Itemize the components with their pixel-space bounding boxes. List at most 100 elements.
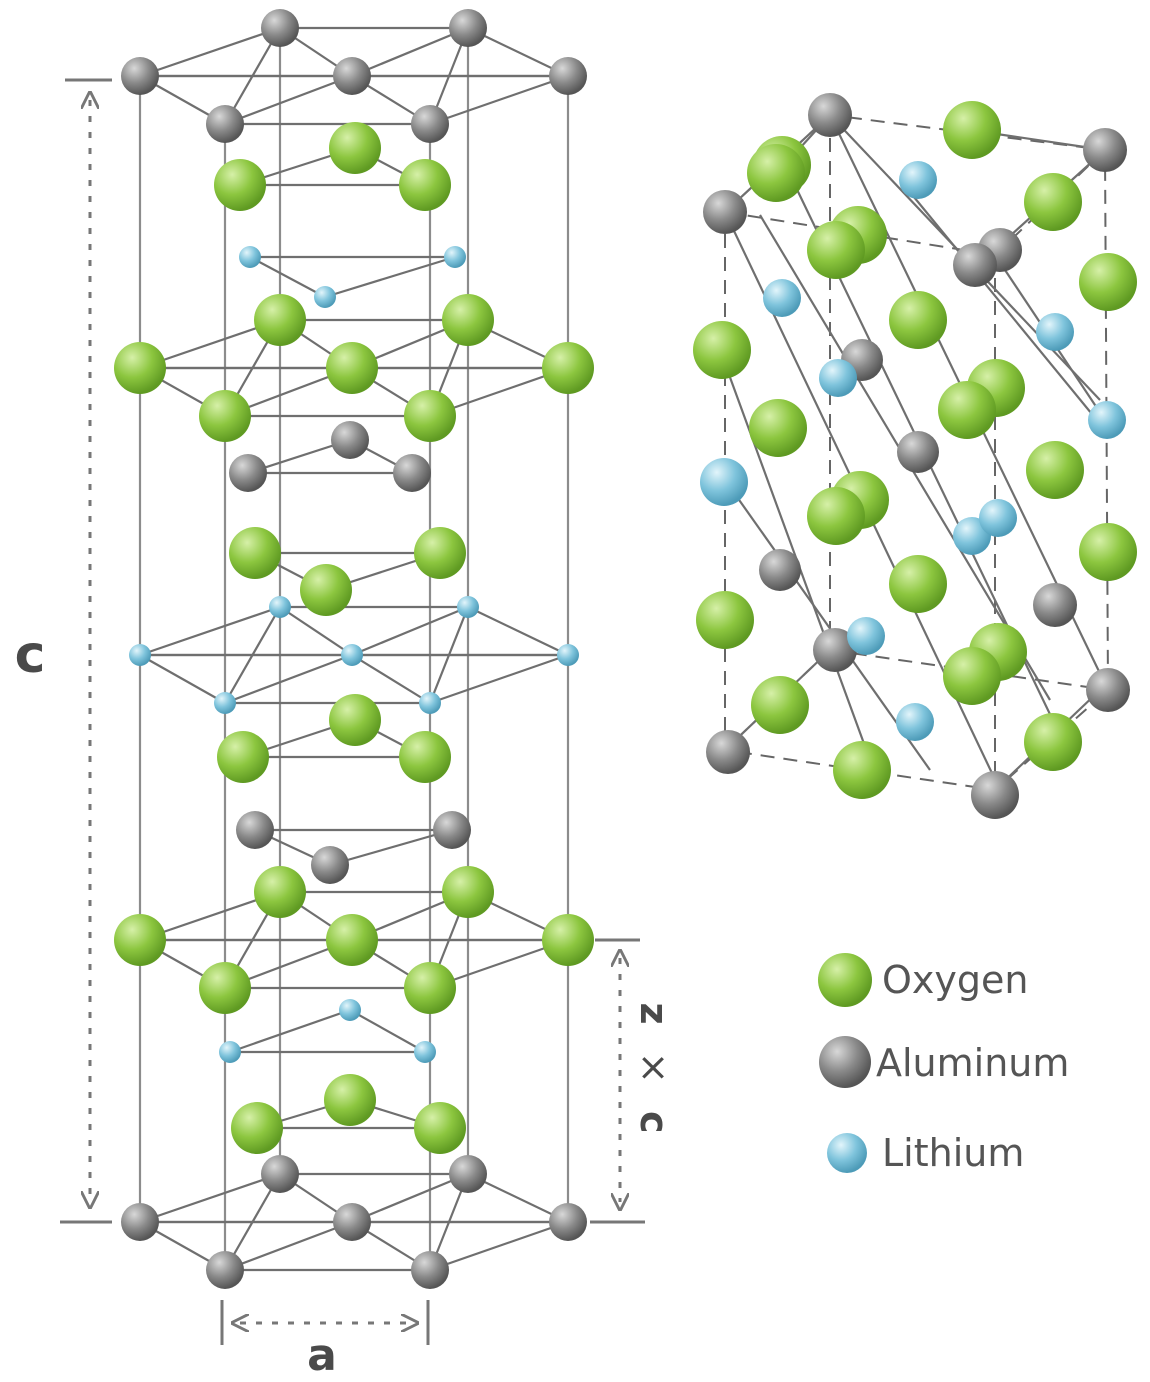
oxygen-atom xyxy=(399,159,451,211)
bond-line xyxy=(139,26,281,78)
rhombohedral-unit-cell xyxy=(693,93,1137,819)
oxygen-atom xyxy=(542,914,594,966)
aluminum-atom xyxy=(333,1203,371,1241)
oxygen-atom xyxy=(747,144,805,202)
lithium-atom xyxy=(896,703,934,741)
oxygen-atom xyxy=(217,731,269,783)
legend-item-oxygen: Oxygen xyxy=(818,953,1028,1007)
oxygen-atom xyxy=(324,1074,376,1126)
a-dimension: a xyxy=(220,1300,430,1381)
oxygen-atom xyxy=(693,321,751,379)
lithium-atom xyxy=(457,596,479,618)
bond-line xyxy=(229,1008,351,1054)
oxygen-atom xyxy=(889,291,947,349)
aluminum-atom xyxy=(393,454,431,492)
legend-label-aluminum: Aluminum xyxy=(876,1041,1069,1085)
legend-label-oxygen: Oxygen xyxy=(882,958,1028,1002)
oxygen-atom xyxy=(751,676,809,734)
lithium-atom xyxy=(1036,313,1074,351)
oxygen-atom xyxy=(943,647,1001,705)
lithium-atom xyxy=(414,1041,436,1063)
bond-line xyxy=(724,479,931,771)
aluminum-atom xyxy=(1033,583,1077,627)
a-axis-label: a xyxy=(307,1330,337,1381)
lithium-atom xyxy=(899,161,937,199)
lithium-atom xyxy=(214,692,236,714)
oxygen-atom xyxy=(807,221,865,279)
lithium-atom xyxy=(419,692,441,714)
aluminum-atom xyxy=(333,57,371,95)
oxygen-atom xyxy=(749,399,807,457)
oxygen-atom xyxy=(1026,441,1084,499)
bond-line xyxy=(351,605,469,657)
aluminum-atom xyxy=(261,1155,299,1193)
oxygen-atom xyxy=(442,866,494,918)
right-atoms xyxy=(693,93,1137,819)
bond-line xyxy=(249,256,326,298)
aluminum-atom xyxy=(411,105,449,143)
oxygen-atom xyxy=(254,866,306,918)
lithium-atom xyxy=(239,246,261,268)
oxygen-atom xyxy=(254,294,306,346)
zc-axis-label: z × c xyxy=(633,1003,677,1134)
lithium-atom xyxy=(557,644,579,666)
aluminum-atom xyxy=(897,431,939,473)
oxygen-atom xyxy=(329,122,381,174)
oxygen-atom xyxy=(399,731,451,783)
bond-line xyxy=(224,74,353,126)
aluminum-atom xyxy=(121,57,159,95)
oxygen-atom xyxy=(229,527,281,579)
aluminum-atom xyxy=(759,549,801,591)
oxygen-swatch xyxy=(818,953,872,1007)
left-atoms xyxy=(114,9,594,1289)
c-axis-label: c xyxy=(15,625,46,685)
oxygen-atom xyxy=(1024,713,1082,771)
lithium-atom xyxy=(763,279,801,317)
zc-dimension: z × c xyxy=(590,938,677,1224)
lithium-atom xyxy=(700,458,748,506)
bond-line xyxy=(139,654,226,704)
lithium-atom xyxy=(341,644,363,666)
legend-item-lithium: Lithium xyxy=(827,1131,1024,1175)
oxygen-atom xyxy=(943,101,1001,159)
bond-line xyxy=(351,1172,469,1224)
aluminum-swatch xyxy=(819,1036,871,1088)
oxygen-atom xyxy=(199,962,251,1014)
oxygen-atom xyxy=(542,342,594,394)
zc-c: c xyxy=(633,1111,677,1134)
aluminum-atom xyxy=(311,846,349,884)
bond-line xyxy=(139,1172,281,1224)
bond-line xyxy=(429,653,569,705)
bond-line xyxy=(329,828,453,867)
oxygen-atom xyxy=(231,1102,283,1154)
bond-line xyxy=(899,179,1106,431)
aluminum-atom xyxy=(236,811,274,849)
aluminum-atom xyxy=(1083,128,1127,172)
aluminum-atom xyxy=(706,730,750,774)
oxygen-atom xyxy=(404,390,456,442)
oxygen-atom xyxy=(833,741,891,799)
lithium-atom xyxy=(129,644,151,666)
lithium-atom xyxy=(444,246,466,268)
aluminum-atom xyxy=(206,105,244,143)
oxygen-atom xyxy=(199,390,251,442)
oxygen-atom xyxy=(326,342,378,394)
aluminum-atom xyxy=(411,1251,449,1289)
zc-times: × xyxy=(633,1052,677,1084)
bond-line xyxy=(224,606,281,704)
bond-line xyxy=(224,653,353,705)
lithium-atom xyxy=(1088,401,1126,439)
aluminum-atom xyxy=(1086,668,1130,712)
bond-line xyxy=(467,606,569,656)
oxygen-atom xyxy=(329,694,381,746)
lithium-atom xyxy=(269,596,291,618)
bond-line xyxy=(279,606,353,656)
aluminum-atom xyxy=(206,1251,244,1289)
lithium-atom xyxy=(979,499,1017,537)
zc-z: z xyxy=(633,1003,677,1025)
legend-label-lithium: Lithium xyxy=(882,1131,1024,1175)
legend-item-aluminum: Aluminum xyxy=(819,1036,1069,1088)
bond-line xyxy=(428,606,470,704)
aluminum-atom xyxy=(449,1155,487,1193)
